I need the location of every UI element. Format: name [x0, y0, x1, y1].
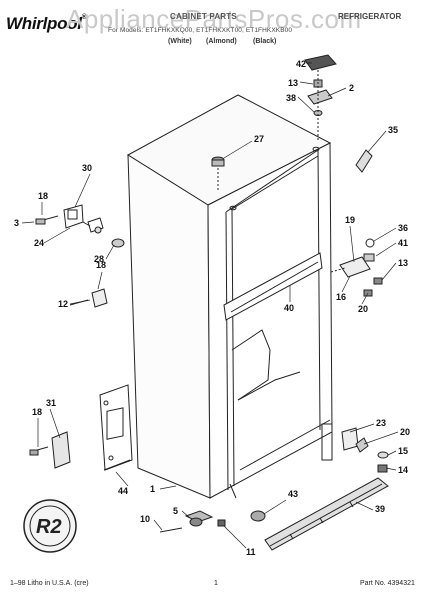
callout-3: 5	[173, 506, 178, 516]
callout-24: 24	[34, 238, 44, 248]
hinge-bracket-left	[99, 384, 133, 471]
callout-2: 2	[349, 83, 354, 93]
callout-36: 39	[375, 504, 385, 514]
color-label-almond: (Almond)	[206, 38, 237, 45]
callout-41: 40	[284, 303, 294, 313]
svg-text:R2: R2	[36, 516, 62, 538]
callout-23: 23	[376, 418, 386, 428]
whirlpool-logo: Whirlpool®	[6, 14, 87, 33]
callout-20: 20	[400, 427, 410, 437]
callout-13b: 13	[398, 258, 408, 268]
hinge-pin-cover	[355, 149, 373, 173]
callout-18c: 18	[32, 407, 42, 417]
callout-30: 30	[82, 163, 92, 173]
callout-31: 31	[46, 398, 56, 408]
plug-button	[211, 156, 225, 190]
lower-door-hinge	[159, 510, 226, 533]
appliance-type: REFRIGERATOR	[338, 12, 402, 21]
callout-18b: 18	[96, 260, 106, 270]
center-hinge-assembly	[330, 238, 383, 297]
color-label-black: (Black)	[253, 38, 277, 45]
callout-10: 10	[140, 514, 150, 524]
part-number: Part No. 4394321	[360, 580, 415, 587]
callout-17: 19	[345, 215, 355, 225]
door-stop-bracket	[35, 204, 104, 234]
section-title: CABINET PARTS	[170, 12, 237, 21]
callout-42: 43	[288, 489, 298, 499]
access-cover	[29, 431, 71, 469]
callout-15: 15	[398, 446, 408, 456]
watermark: AppliancePartsPros.com	[66, 4, 362, 34]
callout-5: 3	[14, 218, 19, 228]
page-number: 1	[214, 580, 218, 587]
callout-39: 38	[286, 93, 296, 103]
callout-18: 18	[38, 191, 48, 201]
callout-44: 44	[118, 486, 128, 496]
callout-13: 13	[288, 78, 298, 88]
callout-27: 27	[254, 134, 264, 144]
small-bracket	[69, 288, 108, 308]
callout-11: 11	[246, 547, 256, 557]
top-hinge-assembly	[304, 54, 337, 140]
callout-40: 42	[296, 59, 306, 69]
r2-stamp	[23, 499, 77, 553]
callout-35: 35	[388, 125, 398, 135]
callout-38: 36	[398, 223, 408, 233]
leveling-foot	[250, 510, 266, 522]
callout-14: 14	[398, 465, 408, 475]
base-grille	[264, 477, 389, 551]
callout-1: 1	[150, 484, 155, 494]
callout-19: 20	[358, 304, 368, 314]
color-label-white: (White)	[168, 38, 192, 45]
callout-43: 41	[398, 238, 408, 248]
callout-12: 12	[58, 299, 68, 309]
model-numbers: For Models: ET1FHKXKQ00, ET1FHKXKT00, ET…	[108, 27, 293, 34]
callout-16: 16	[336, 292, 346, 302]
bottom-hinge-assembly	[341, 427, 389, 473]
callout-28: 28	[94, 254, 104, 264]
print-info: 1–98 Litho in U.S.A. (cre)	[10, 580, 89, 587]
cabinet-shell	[127, 94, 333, 499]
plug-cap	[111, 238, 125, 248]
